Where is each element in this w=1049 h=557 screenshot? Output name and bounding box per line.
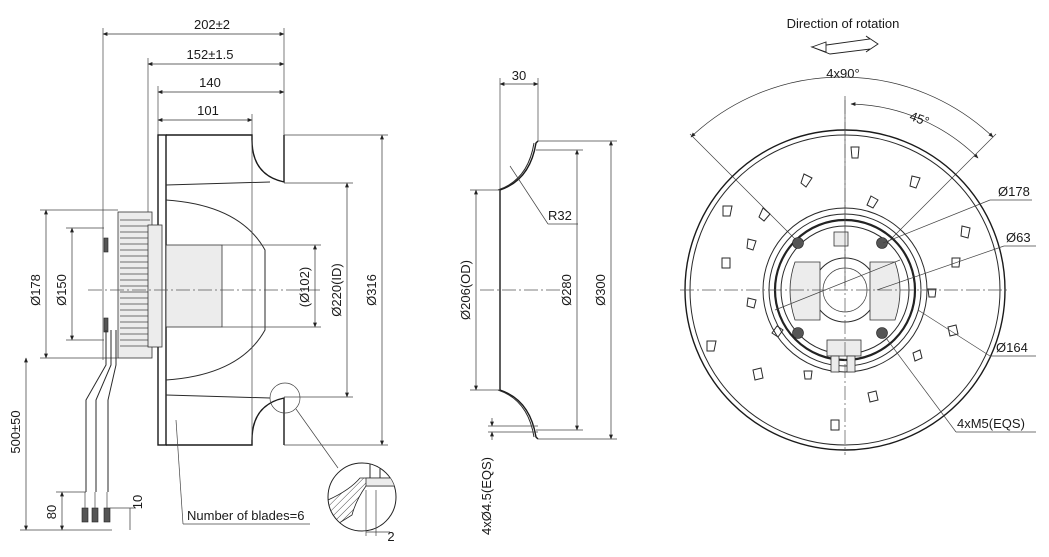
leader-line: [917, 309, 991, 357]
blades-note: Number of blades=6: [187, 508, 304, 523]
motor-cutout-right: [869, 261, 901, 321]
dim-300-text: Ø300: [593, 274, 608, 306]
wire-end: [81, 507, 89, 523]
dim-length-3-text: 140: [199, 75, 221, 90]
wire-end: [91, 507, 99, 523]
rotation-label: Direction of rotation: [787, 16, 900, 31]
connector-pin: [846, 355, 856, 373]
detail-view: 2: [327, 462, 397, 544]
wire-end: [103, 507, 111, 523]
detail-marker-circle: [269, 382, 301, 414]
rotation-arrow-icon: [810, 35, 879, 55]
dim-overall-length-text: 202±2: [194, 17, 230, 32]
blade-line: [165, 394, 271, 399]
dim-depth-text: 30: [512, 68, 526, 83]
leader-line: [882, 199, 991, 244]
ref-line: [774, 259, 901, 311]
cable: [107, 330, 117, 492]
dim-detail-gap-text: 2: [387, 529, 394, 544]
ring-profile-bottom: [499, 389, 539, 440]
rotation-arrowhead-icon: [810, 41, 827, 53]
blade-curve: [165, 199, 266, 290]
dim-280-text: Ø280: [559, 274, 574, 306]
leader-line: [175, 419, 184, 525]
motor-label-plate: [833, 231, 849, 247]
blade-line: [165, 181, 271, 186]
dim-hub-dia-text: (Ø102): [297, 267, 312, 307]
dim-motor-dia-1-text: Ø178: [28, 274, 43, 306]
dim-length-4-text: 101: [197, 103, 219, 118]
leader-line: [876, 245, 1005, 291]
connector-box: [826, 339, 862, 357]
dim-strip-length-text: 80: [44, 505, 59, 519]
dim-cable-length-text: 500±50: [8, 410, 23, 453]
dim-inlet-id-text: Ø220(ID): [329, 263, 344, 316]
mounting-bolt: [876, 237, 888, 249]
motor-cutout-left: [789, 261, 821, 321]
dim-length-2-text: 152±1.5: [187, 47, 234, 62]
cooling-fins: [120, 219, 150, 347]
detail-ring-section: [365, 477, 396, 487]
shroud-bottom: [166, 397, 285, 446]
ref-line: [885, 133, 997, 245]
shroud-top: [166, 134, 285, 183]
mounting-bolt: [792, 237, 804, 249]
dim-164-text: Ø164: [996, 340, 1028, 355]
balance-pads: [706, 146, 971, 431]
dim-holes-text: 4xØ4.5(EQS): [479, 457, 494, 535]
angle-arc-45: [850, 102, 979, 159]
cable: [85, 330, 107, 492]
dim-178-text: Ø178: [998, 184, 1030, 199]
ring-profile-top: [499, 140, 539, 191]
dim-impeller-dia-text: Ø316: [364, 274, 379, 306]
front-view: Direction of rotation 4x90° 45°: [680, 16, 1036, 455]
dim-63-text: Ø63: [1006, 230, 1031, 245]
leader-line: [509, 165, 549, 225]
cable-gland: [103, 237, 109, 253]
cable: [95, 330, 112, 492]
dim-angle-45-text: 45°: [908, 108, 932, 129]
motor-flange: [147, 224, 163, 348]
dim-angle-4x90-text: 4x90°: [826, 66, 859, 81]
connector-pin: [830, 355, 840, 373]
dim-wire-strip-text: 10: [130, 495, 145, 509]
ref-line: [689, 133, 801, 245]
rotor-hub: [165, 244, 223, 328]
motor-housing: [117, 211, 153, 359]
dim-motor-dia-2-text: Ø150: [54, 274, 69, 306]
dim-od-text: Ø206(OD): [458, 260, 473, 320]
mounting-bolt: [876, 327, 888, 339]
inlet-ring-view: 30 R32 Ø206(OD) Ø280 Ø300 4xØ4.5(EQS): [458, 68, 617, 535]
dim-threads-text: 4xM5(EQS): [957, 416, 1025, 431]
cable-gland: [103, 317, 109, 333]
mounting-bolt: [792, 327, 804, 339]
leader-line: [885, 337, 957, 433]
dim-radius-text: R32: [548, 208, 572, 223]
detail-leader: [295, 408, 339, 469]
blade-curve: [165, 290, 266, 381]
side-view: 202±2 152±1.5 140 101: [8, 17, 397, 544]
angle-arc-90: [690, 76, 994, 138]
